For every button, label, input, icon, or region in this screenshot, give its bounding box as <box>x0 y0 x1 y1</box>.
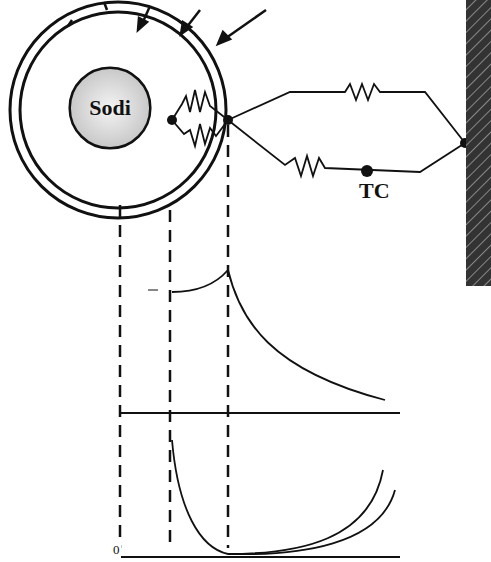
node-dot <box>361 165 373 177</box>
temperature-label: TC <box>358 178 391 204</box>
lower-graph <box>120 440 400 557</box>
axis-origin: 0 <box>112 542 121 558</box>
outer-ring <box>10 2 226 218</box>
node-label: Sodi <box>89 95 131 121</box>
resistor-network <box>172 84 465 176</box>
node-dot <box>223 115 233 125</box>
upper-graph <box>120 270 400 413</box>
node-dot <box>167 115 177 125</box>
inner-ring <box>20 12 216 208</box>
guide-lines <box>120 125 228 548</box>
sodium-core: Sodi <box>68 66 152 150</box>
wall <box>466 0 491 286</box>
incoming-arrows <box>68 2 266 44</box>
